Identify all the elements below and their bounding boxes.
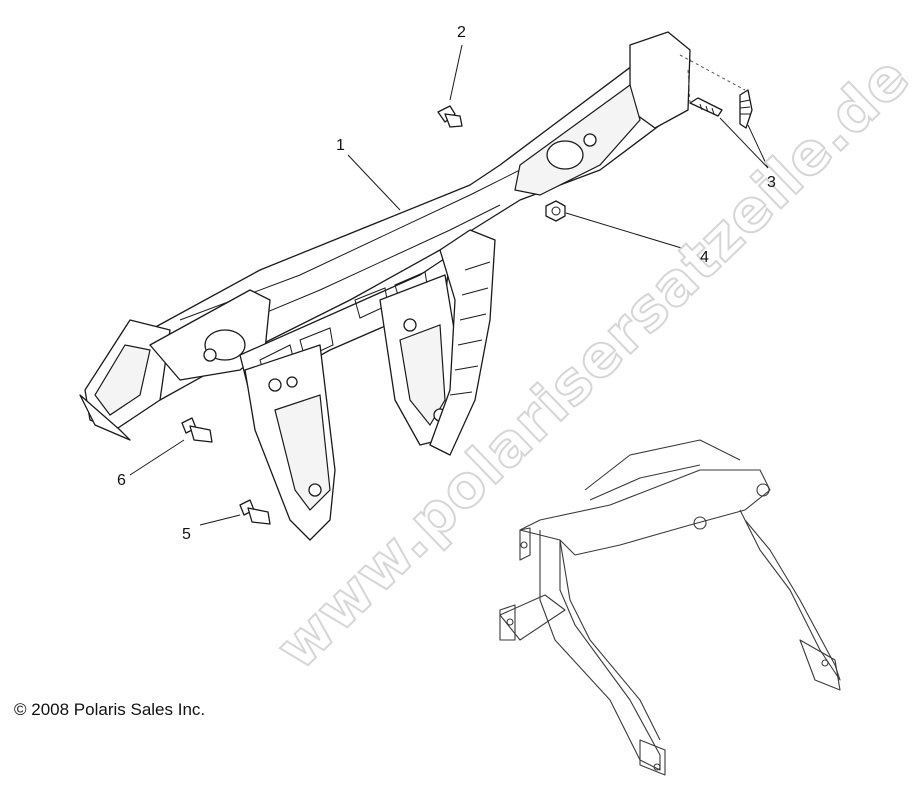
- callout-6: 6: [117, 472, 126, 489]
- rack-frame: [79, 31, 691, 541]
- leader-lines: [129, 44, 769, 526]
- callout-1: 1: [336, 137, 345, 154]
- rivet-part-6: [181, 417, 213, 443]
- nut-part-4: [545, 200, 566, 222]
- callout-4: 4: [700, 249, 709, 266]
- callout-5: 5: [182, 526, 191, 543]
- callout-3: 3: [767, 174, 776, 191]
- rivet-part-5: [239, 499, 271, 525]
- bolt-part-2: [437, 105, 463, 128]
- callout-2: 2: [457, 24, 466, 41]
- copyright-notice: © 2008 Polaris Sales Inc.: [14, 700, 206, 719]
- reference-frame-outline: [499, 439, 841, 776]
- screws-part-3: [689, 89, 753, 129]
